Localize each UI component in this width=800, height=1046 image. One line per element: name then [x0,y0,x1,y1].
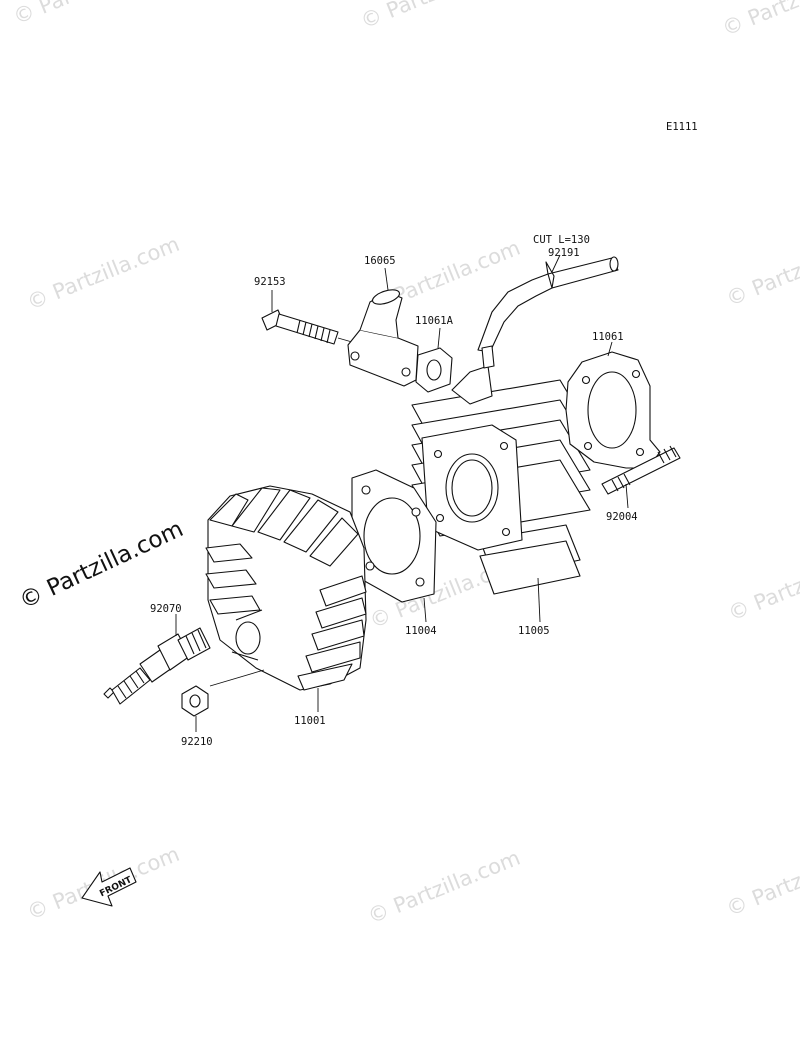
watermark: © Partzilla.com [24,232,183,315]
watermark: © Partzilla.com [357,0,516,33]
cylinder-11005 [411,345,591,623]
cylinder-head-11001 [205,485,367,712]
watermark: © Partzilla.com [10,0,169,29]
nut-92210 [181,685,209,732]
part-label-16065: 16065 [364,255,396,267]
part-label-92153: 92153 [254,276,286,288]
diagram-ref-code: E1111 [666,121,698,133]
stud-92004 [601,445,681,509]
part-label-92191: 92191 [548,247,580,259]
hose-92191 [477,254,619,353]
head-gasket-11004 [351,469,437,623]
watermark: © Partzilla.com [364,846,523,929]
intake-pipe-16065 [347,267,419,387]
part-label-92210: 92210 [181,736,213,748]
watermarks: © Partzilla.com © Partzilla.com © Partzi… [10,0,800,929]
watermark: © Partzilla.com [723,228,800,311]
part-label-92191-note: CUT L=130 [533,234,590,246]
watermark: © Partzilla.com [725,543,800,626]
watermark-dark: © Partzilla.com [16,516,188,615]
watermark: © Partzilla.com [723,838,800,921]
watermark: © Partzilla.com [719,0,800,41]
bolt-92153 [261,290,353,345]
gasket-11061A [415,327,453,393]
spark-plug-92070 [103,614,265,705]
gasket-11061 [565,341,661,469]
part-label-11004: 11004 [405,625,437,637]
part-label-92004: 92004 [606,511,638,523]
part-label-11061: 11061 [592,331,624,343]
part-label-11061A: 11061A [415,315,454,327]
part-label-11001: 11001 [294,715,326,727]
part-label-92070: 92070 [150,603,182,615]
part-label-11005: 11005 [518,625,550,637]
